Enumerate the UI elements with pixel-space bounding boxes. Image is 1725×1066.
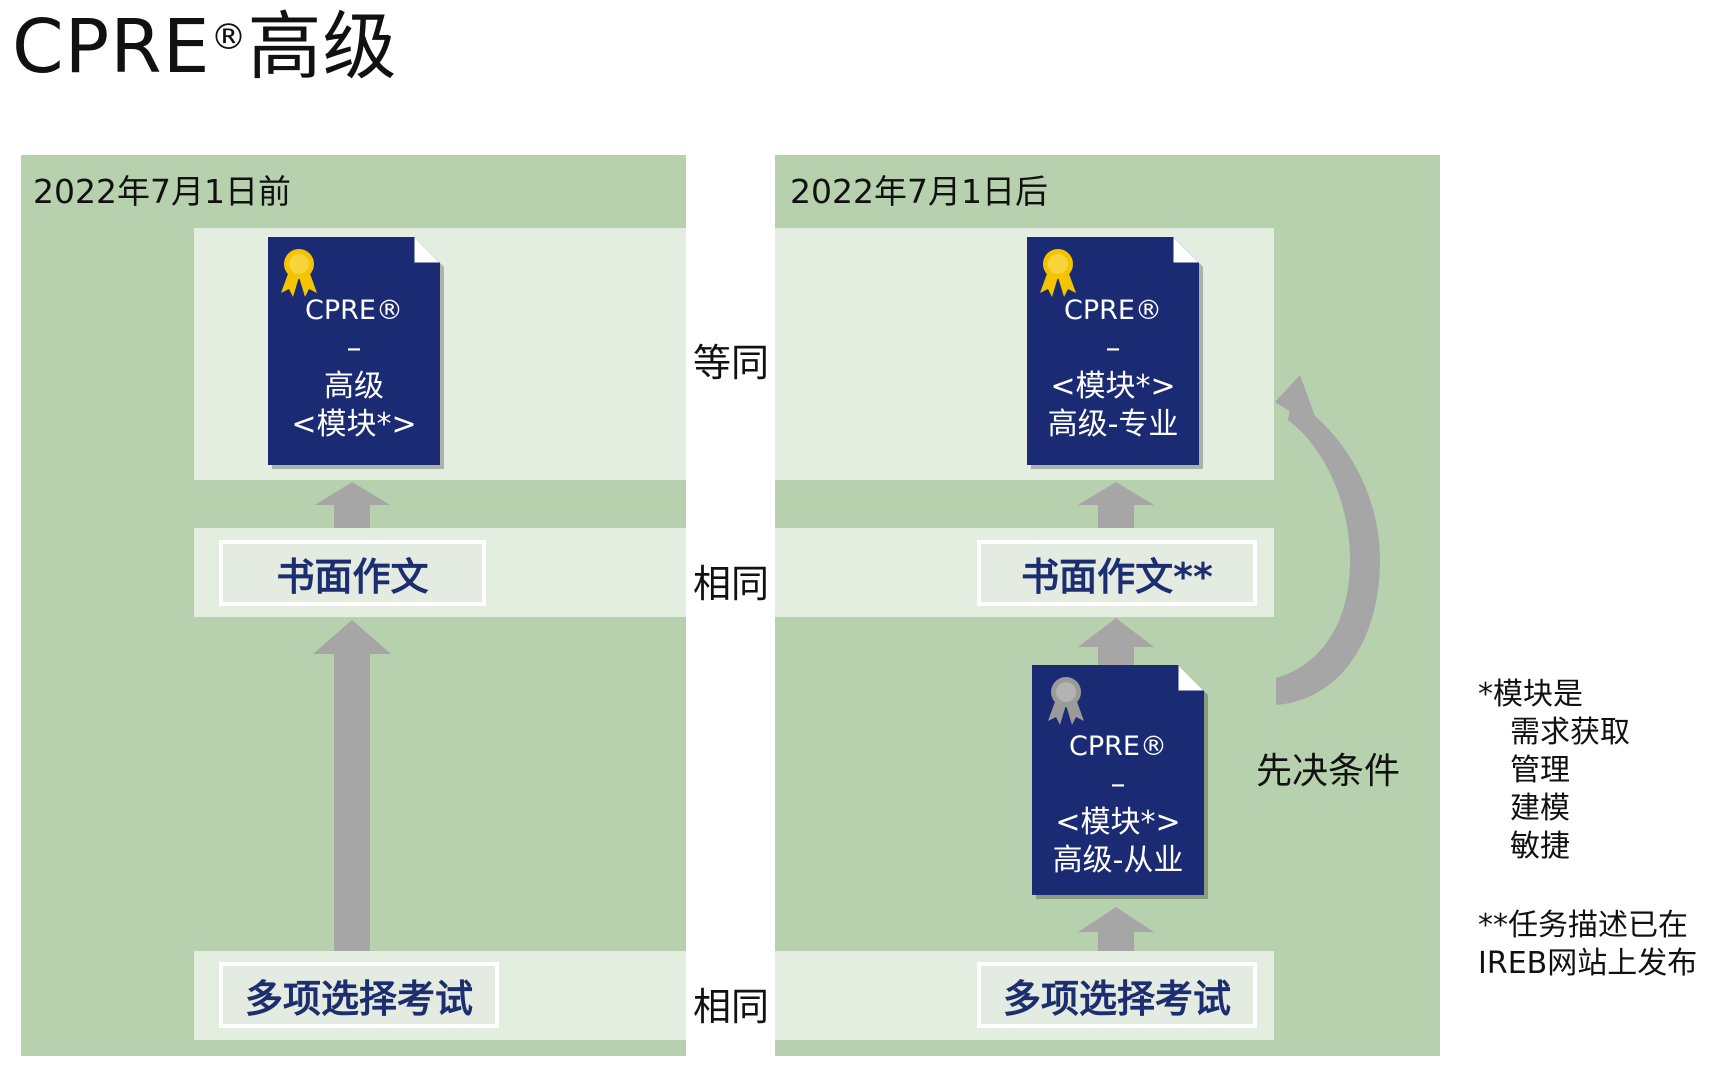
right-exam-box: 多项选择考试 [977, 962, 1257, 1028]
title-registered-mark: ® [210, 17, 248, 58]
cert-line-3: <模块*> [1055, 805, 1181, 840]
equivalent-label: 等同 [692, 341, 769, 385]
left-period-label: 2022年7月1日前 [33, 172, 291, 211]
module-item: 建模 [1510, 791, 1570, 826]
right-certificate-professional-text: CPRE® – <模块*> 高级-专业 [1027, 292, 1199, 444]
cert-line-4: 高级-从业 [1052, 843, 1184, 878]
same-label-written: 相同 [692, 562, 769, 606]
left-written-box: 书面作文 [219, 540, 486, 606]
cert-line-1: CPRE® [1064, 295, 1162, 326]
right-written-box-label: 书面作文** [1021, 554, 1213, 599]
task-note-line-2: IREB网站上发布 [1478, 946, 1698, 981]
arrow-right-practitioner-to-written [1078, 618, 1154, 665]
left-exam-box: 多项选择考试 [219, 962, 499, 1028]
arrow-prerequisite-curve [1275, 375, 1380, 705]
cert-line-1: CPRE® [1069, 731, 1167, 762]
right-written-box: 书面作文** [977, 540, 1257, 606]
prerequisite-label: 先决条件 [1256, 751, 1401, 792]
right-period-label: 2022年7月1日后 [790, 172, 1048, 211]
right-certificate-practitioner-text: CPRE® – <模块*> 高级-从业 [1032, 728, 1204, 880]
left-written-box-label: 书面作文 [276, 554, 429, 599]
certificate-document-shape [1032, 665, 1208, 899]
cert-line-2: – [346, 331, 362, 366]
arrow-left-exam-to-written [313, 620, 391, 951]
left-exam-box-label: 多项选择考试 [244, 976, 473, 1021]
left-certificate-text: CPRE® – 高级 <模块*> [268, 292, 440, 444]
arrow-right-exam-to-practitioner [1078, 907, 1154, 951]
title-suffix: 高级 [247, 4, 398, 90]
cert-line-2: – [1110, 767, 1126, 802]
same-label-exam: 相同 [692, 985, 769, 1029]
arrow-right-written-to-cert [1078, 482, 1154, 528]
right-certificate-practitioner: CPRE® – <模块*> 高级-从业 [1032, 665, 1208, 899]
right-certificate-professional: CPRE® – <模块*> 高级-专业 [1027, 237, 1203, 469]
award-seal-gold-icon [281, 249, 317, 297]
cert-line-4: <模块*> [291, 407, 417, 442]
title-main: CPRE [12, 4, 211, 90]
cert-line-3: 高级 [324, 369, 384, 404]
arrow-left-written-to-cert [315, 482, 390, 528]
left-certificate: CPRE® – 高级 <模块*> [268, 237, 444, 469]
modules-note-heading: *模块是 [1478, 677, 1583, 712]
certificate-document-shape [1027, 237, 1203, 469]
award-seal-gold-icon [1040, 249, 1076, 297]
page-title: CPRE®高级 [12, 10, 397, 84]
task-description-note: **任务描述已在 IREB网站上发布 [1478, 907, 1697, 983]
right-exam-box-label: 多项选择考试 [1002, 976, 1231, 1021]
module-item: 需求获取 [1510, 715, 1630, 750]
cert-line-3: <模块*> [1050, 369, 1176, 404]
module-item: 管理 [1510, 753, 1570, 788]
modules-note: *模块是 需求获取 管理 建模 敏捷 [1478, 676, 1630, 866]
cert-line-4: 高级-专业 [1047, 407, 1179, 442]
module-item: 敏捷 [1510, 829, 1570, 864]
award-seal-gray-icon [1048, 677, 1084, 725]
cert-line-1: CPRE® [305, 295, 403, 326]
certificate-document-shape [268, 237, 444, 469]
task-note-line-1: **任务描述已在 [1478, 908, 1688, 943]
cert-line-2: – [1105, 331, 1121, 366]
